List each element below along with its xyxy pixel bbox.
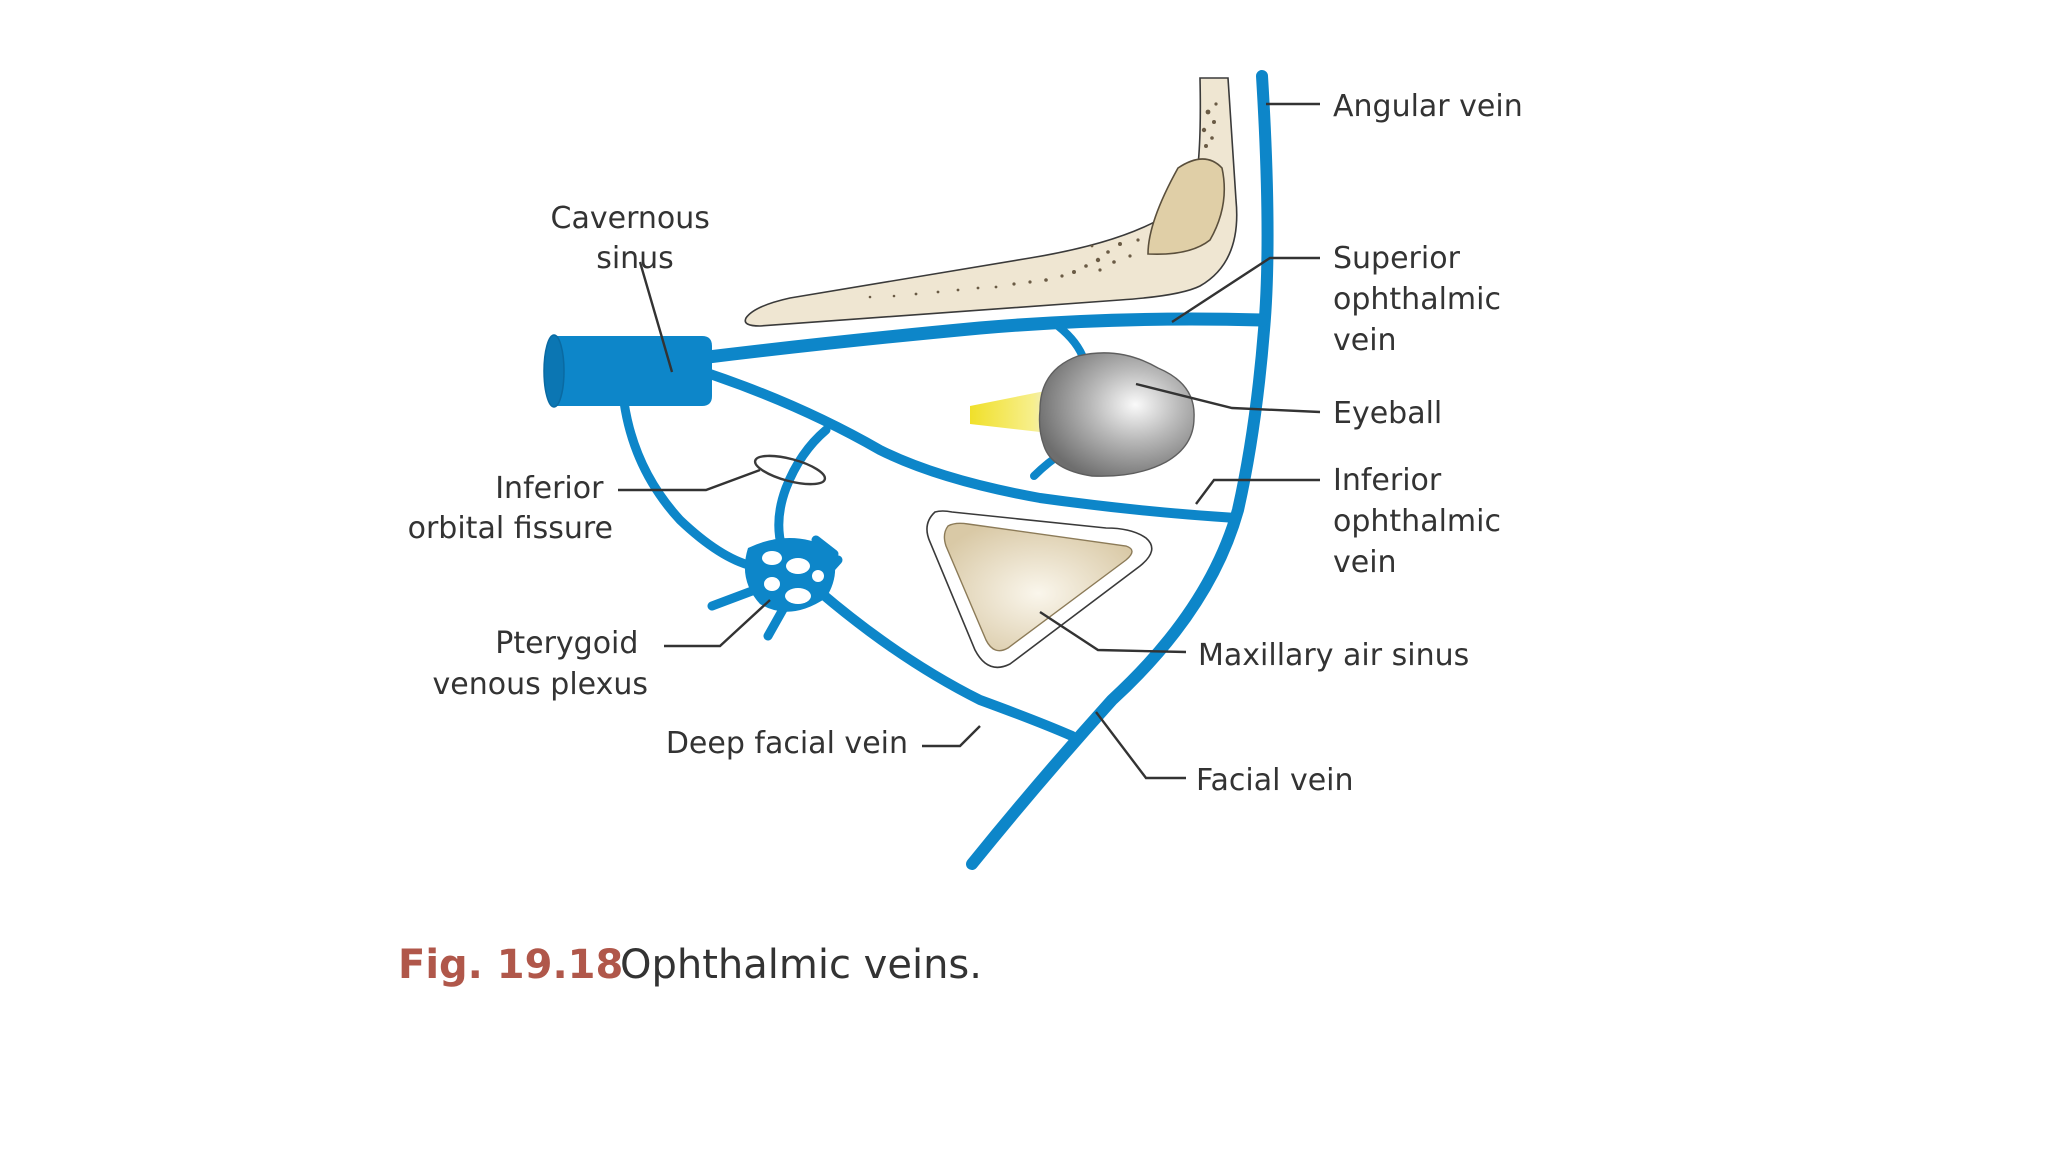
leader-lines — [618, 102, 1321, 780]
label-inferior-ophthalmic-vein: Inferior ophthalmic vein — [1333, 463, 1511, 580]
eyeball — [970, 352, 1195, 477]
label-angular-vein: Angular vein — [1333, 89, 1523, 124]
label-pterygoid-venous-plexus: Pterygoid venous plexus — [433, 626, 648, 702]
label-deep-facial-vein: Deep facial vein — [666, 726, 908, 761]
figure-caption: Fig. 19.18 Ophthalmic veins. — [398, 942, 982, 988]
maxillary-air-sinus — [926, 510, 1153, 669]
label-eyeball: Eyeball — [1333, 396, 1442, 431]
caption-number: Fig. 19.18 — [398, 942, 623, 988]
label-inferior-orbital-fissure: Inferior orbital fissure — [408, 471, 613, 546]
pterygoid-venous-plexus — [744, 538, 836, 612]
label-facial-vein: Facial vein — [1196, 763, 1354, 798]
label-superior-ophthalmic-vein: Superior ophthalmic vein — [1333, 241, 1511, 358]
diagram-labels: Angular vein Cavernous sinus Superior op… — [408, 89, 1523, 798]
cavernous-sinus — [543, 334, 712, 408]
label-cavernous-sinus: Cavernous sinus — [551, 201, 720, 276]
superior-ophthalmic-vein-path — [693, 312, 1269, 365]
orbital-roof-bone — [744, 77, 1238, 327]
inferior-ophthalmic-vein-path — [699, 367, 1241, 523]
deep-facial-vein-path — [815, 587, 1077, 741]
caption-text: Ophthalmic veins. — [620, 942, 982, 988]
inferior-orbital-fissure — [753, 454, 827, 486]
label-maxillary-air-sinus: Maxillary air sinus — [1198, 638, 1469, 673]
bone-trabecular-texture — [868, 102, 1218, 299]
